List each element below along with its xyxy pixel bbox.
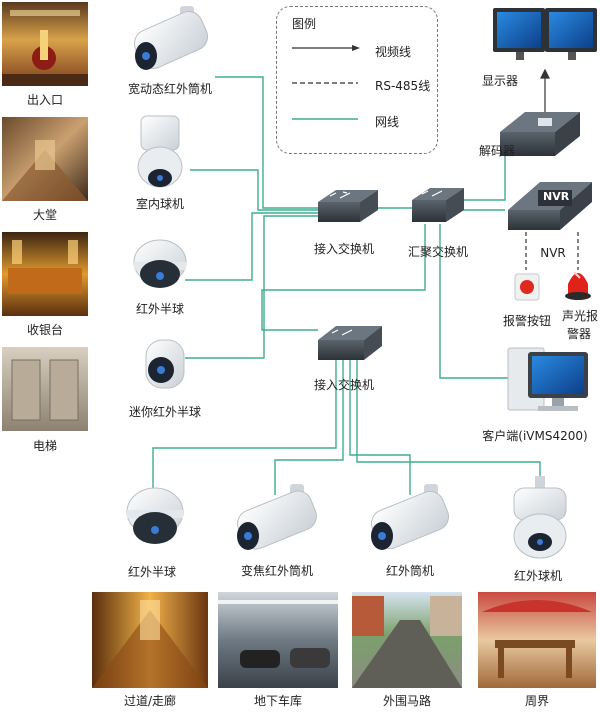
device-label-mini-ir-dome: 迷你红外半球 xyxy=(128,405,202,419)
device-label-indoor-dome: 室内球机 xyxy=(135,197,185,211)
scene-label-corridor: 过道/走廊 xyxy=(123,694,177,708)
device-label-ir-speed-dome: 红外球机 xyxy=(513,569,563,583)
scene-label-lobby: 大堂 xyxy=(32,208,58,222)
device-label-decoder: 解码器 xyxy=(478,144,516,158)
ir-half-dome-camera-icon-bottom xyxy=(126,487,184,544)
scene-label-cashier: 收银台 xyxy=(26,323,64,337)
legend-title: 图例 xyxy=(292,17,317,31)
scene-photo-entrance xyxy=(2,2,88,86)
scene-label-garage: 地下车库 xyxy=(253,694,303,708)
scene-photo-perimeter xyxy=(478,592,596,688)
alarm-button-icon xyxy=(514,273,540,301)
legend: 图例 视频线 RS-485线 网线 xyxy=(276,6,438,154)
device-label-ir-dome-bottom: 红外半球 xyxy=(127,565,177,579)
scene-photo-lobby xyxy=(2,117,88,201)
scene-photo-garage xyxy=(218,592,338,688)
scene-photo-elevator xyxy=(2,347,88,431)
access-switch-bottom-icon xyxy=(318,326,382,360)
strobe-siren-icon xyxy=(565,271,591,300)
device-label-access-switch-bottom: 接入交换机 xyxy=(313,378,375,392)
nvr-badge: NVR xyxy=(543,190,570,203)
device-label-nvr: NVR xyxy=(540,246,566,260)
legend-video-line-label: 视频线 xyxy=(375,45,412,59)
scene-label-entrance: 出入口 xyxy=(26,93,64,107)
ir-bullet-camera-icon xyxy=(370,484,450,550)
video-cable xyxy=(540,68,550,118)
device-label-alarm-button: 报警按钮 xyxy=(502,314,552,328)
device-label-access-switch-top: 接入交换机 xyxy=(313,242,375,256)
device-label-ir-bullet: 红外筒机 xyxy=(385,564,435,578)
device-label-client: 客户端(iVMS4200) xyxy=(482,429,588,443)
legend-network-line-label: 网线 xyxy=(375,115,400,129)
decoder-icon xyxy=(500,112,580,156)
scene-label-elevator: 电梯 xyxy=(32,439,58,453)
ir-half-dome-camera-icon-top xyxy=(133,239,187,288)
access-switch-top-icon xyxy=(318,190,378,222)
scene-photo-cashier xyxy=(2,232,88,316)
varifocal-bullet-camera-icon xyxy=(237,484,317,550)
core-switch-icon xyxy=(412,188,464,222)
monitor-icon xyxy=(493,8,597,60)
indoor-dome-camera-icon xyxy=(137,115,183,188)
rs485-cables xyxy=(525,232,579,270)
scene-label-perimeter: 周界 xyxy=(524,694,550,708)
network-cables xyxy=(152,76,541,495)
device-label-monitor: 显示器 xyxy=(481,74,519,88)
scene-label-road: 外围马路 xyxy=(382,694,432,708)
legend-rs485-line-label: RS-485线 xyxy=(375,79,431,93)
device-label-ir-dome-top: 红外半球 xyxy=(135,302,185,316)
scene-photo-road xyxy=(352,592,462,688)
mini-ir-dome-camera-icon xyxy=(145,339,185,389)
scene-photo-corridor xyxy=(92,592,208,688)
client-workstation-icon xyxy=(507,347,588,411)
device-label-varifocal-bullet: 变焦红外筒机 xyxy=(240,564,314,578)
device-label-wdr-bullet: 宽动态红外筒机 xyxy=(127,82,213,96)
device-label-strobe-alarm-1: 声光报 xyxy=(561,309,599,323)
device-label-strobe-alarm-2: 警器 xyxy=(566,327,592,341)
device-label-core-switch: 汇聚交换机 xyxy=(407,245,469,259)
wdr-bullet-camera-icon xyxy=(133,6,209,70)
ir-speed-dome-camera-icon xyxy=(513,476,567,559)
nvr-icon xyxy=(508,182,592,230)
